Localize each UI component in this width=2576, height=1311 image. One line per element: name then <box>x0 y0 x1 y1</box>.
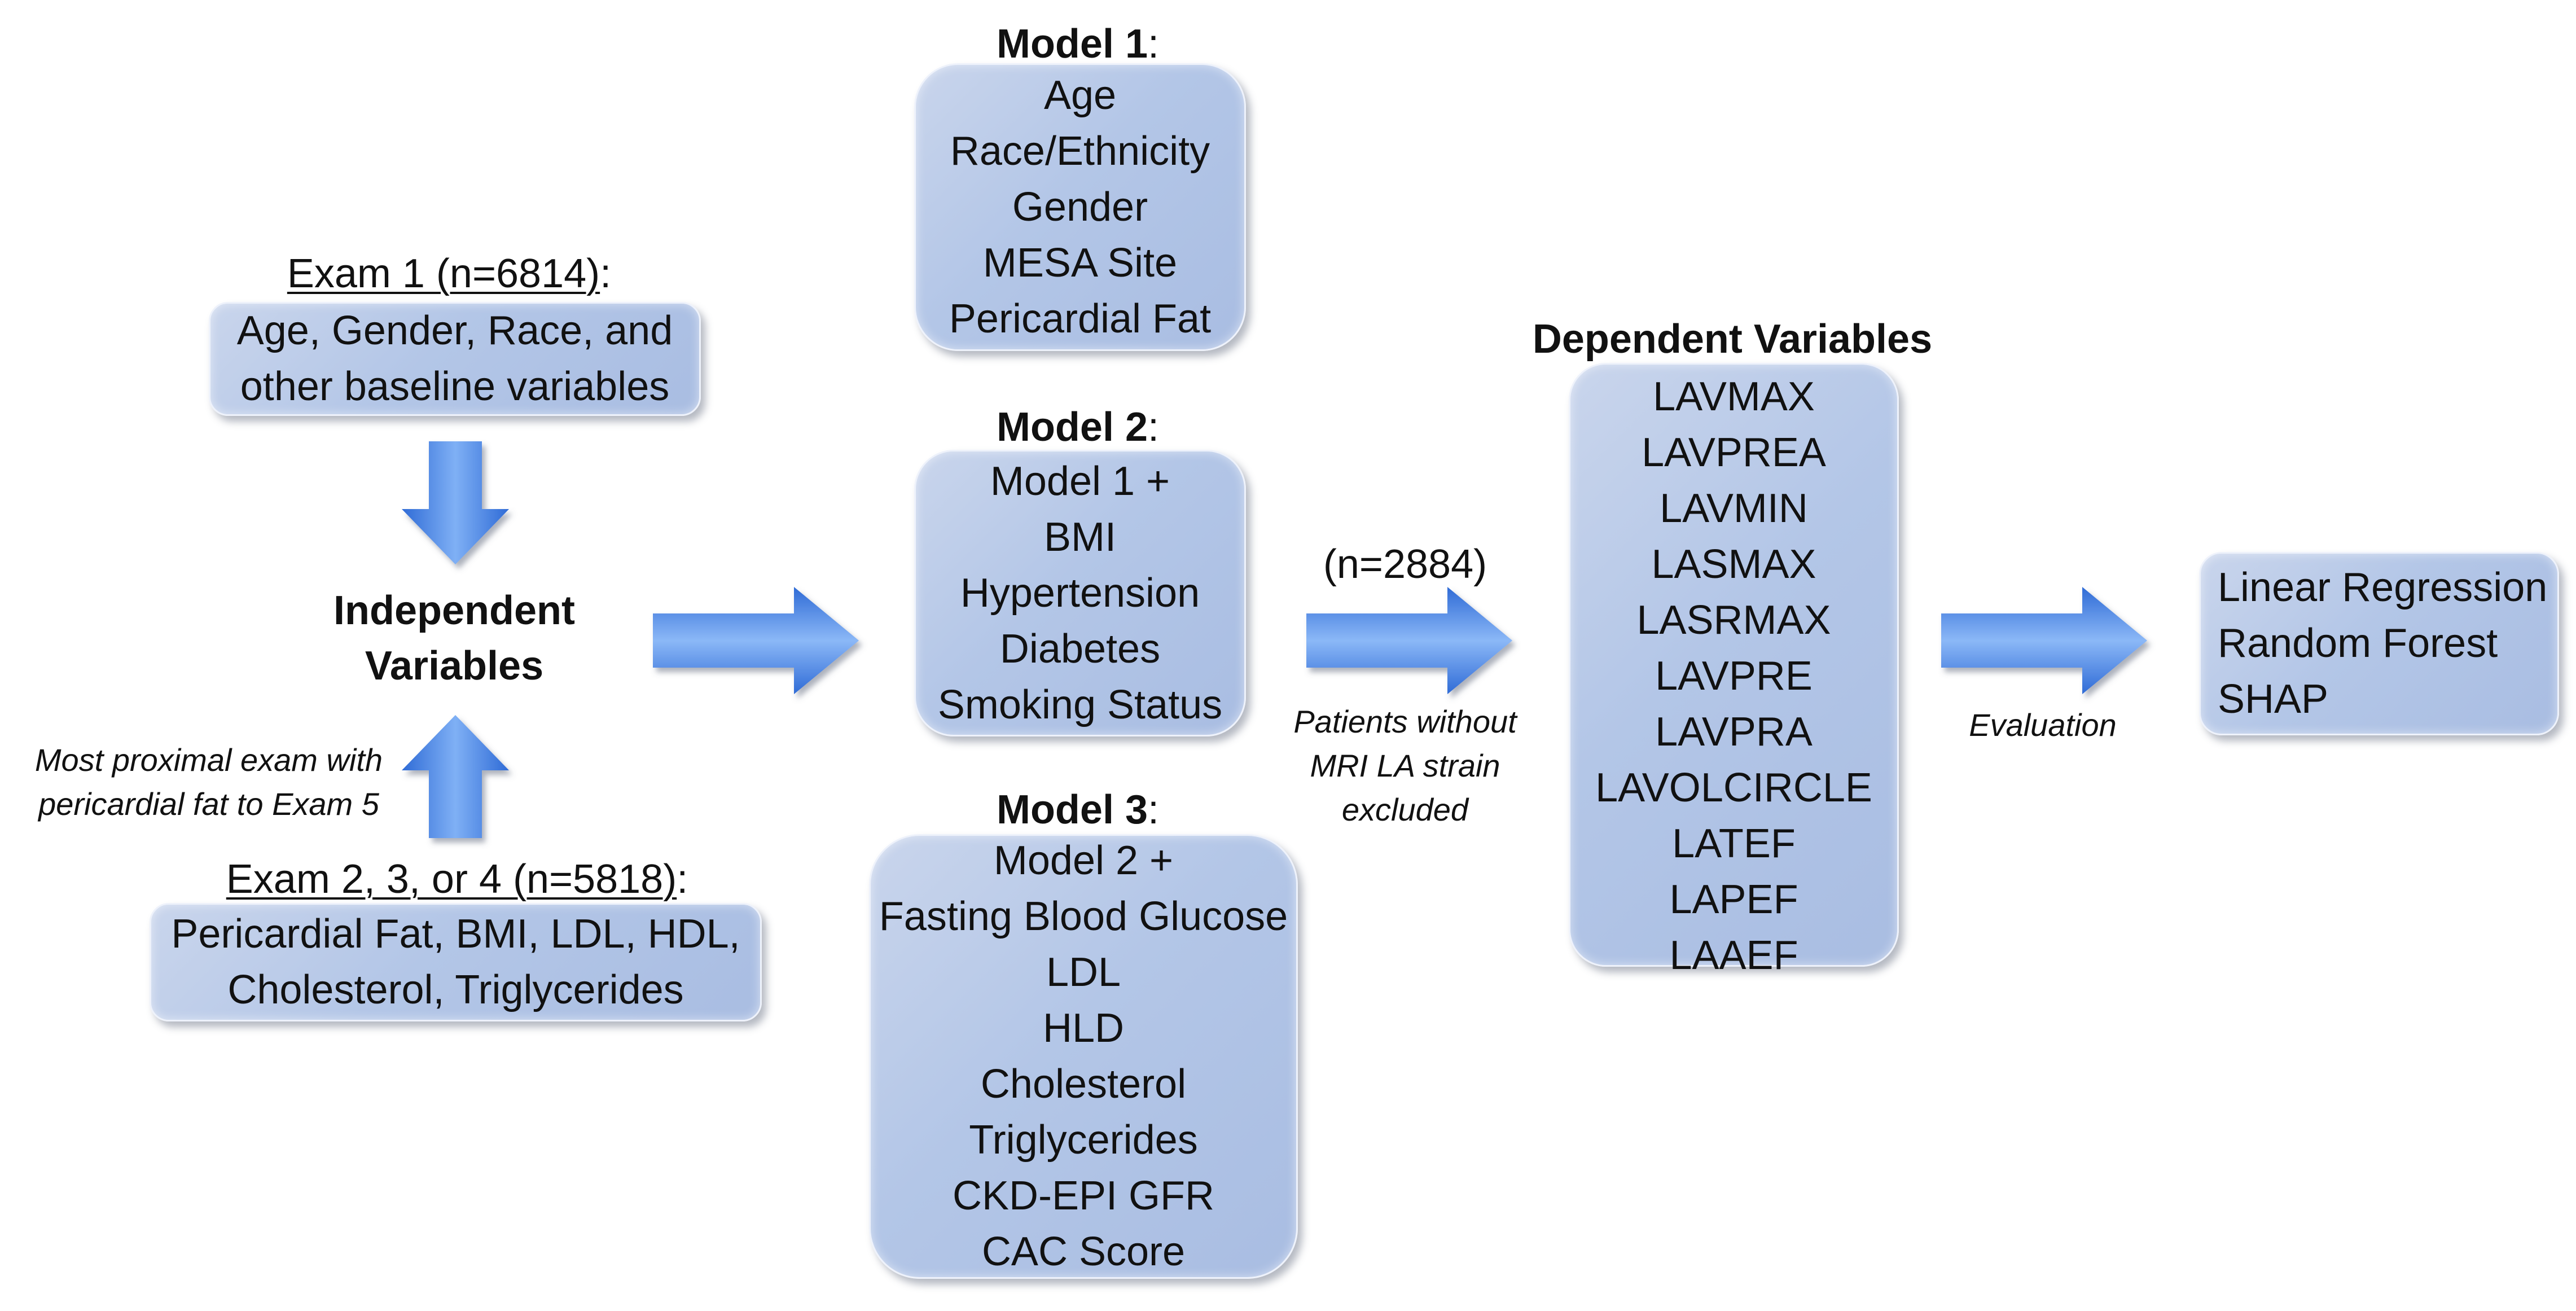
independent-line-1: Independent <box>333 588 575 633</box>
model2-line-3: Hypertension <box>960 570 1200 616</box>
exam1-line-1: Age, Gender, Race, and <box>236 308 673 353</box>
model3-line-3: LDL <box>1046 950 1121 995</box>
dependent-line-9: LATEF <box>1672 821 1796 866</box>
model2-line-4: Diabetes <box>999 626 1161 672</box>
exclusion-note: Patients without MRI LA strain excluded <box>1258 700 1552 832</box>
independent-line-2: Variables <box>365 643 544 689</box>
model1-line-5: Pericardial Fat <box>949 296 1212 341</box>
dependent-line-8: LAVOLCIRCLE <box>1595 765 1872 810</box>
exclusion-count: (n=2884) <box>1323 542 1487 587</box>
dependent-line-6: LAVPRE <box>1655 654 1813 699</box>
block-arrow-right-icon <box>653 587 859 694</box>
model1-title-text: Model 1 <box>996 21 1148 67</box>
methods-line-1: Linear Regression <box>2218 565 2548 610</box>
exam1-box: Age, Gender, Race, and other baseline va… <box>209 302 701 416</box>
methods-line-2: Random Forest <box>2218 621 2498 666</box>
model3-line-6: Triglycerides <box>969 1117 1198 1163</box>
exam1-title-colon: : <box>600 251 612 296</box>
dependent-line-2: LAVPREA <box>1642 430 1826 475</box>
model3-line-5: Cholesterol <box>980 1062 1187 1107</box>
proximal-note-line-1: Most proximal exam with <box>34 742 383 778</box>
block-arrow-down-icon <box>402 441 509 564</box>
dependent-line-10: LAPEF <box>1669 877 1798 922</box>
exam234-line-2: Cholesterol, Triglycerides <box>227 967 684 1012</box>
model1-box: Age Race/Ethnicity Gender MESA Site Peri… <box>914 63 1246 351</box>
block-arrow-up-icon <box>402 715 509 838</box>
model3-line-8: CAC Score <box>981 1229 1186 1274</box>
model1-line-4: MESA Site <box>982 240 1178 286</box>
block-arrow-right-icon <box>1306 587 1512 694</box>
proximal-note-line-2: pericardial fat to Exam 5 <box>38 786 379 822</box>
model1-line-3: Gender <box>1012 184 1148 230</box>
exam234-title-text: Exam 2, 3, or 4 (n=5818) <box>226 857 677 902</box>
dependent-line-5: LASRMAX <box>1636 598 1831 643</box>
model2-line-1: Model 1 + <box>990 458 1170 504</box>
model1-line-1: Age <box>1043 72 1117 118</box>
dependent-line-4: LASMAX <box>1651 542 1816 587</box>
dependent-variables-title: Dependent Variables <box>1532 317 1933 362</box>
model3-title: Model 3: <box>914 784 1241 835</box>
model2-title: Model 2: <box>914 402 1241 453</box>
methods-line-3: SHAP <box>2218 677 2329 722</box>
exam234-title-colon: : <box>677 857 688 902</box>
exam234-box: Pericardial Fat, BMI, LDL, HDL, Choleste… <box>150 903 762 1021</box>
model3-title-colon: : <box>1148 787 1160 832</box>
exam234-line-1: Pericardial Fat, BMI, LDL, HDL, <box>171 911 740 957</box>
evaluation-label: Evaluation <box>1969 707 2117 743</box>
model1-title: Model 1: <box>914 19 1241 69</box>
model2-line-5: Smoking Status <box>937 682 1223 727</box>
model2-box: Model 1 + BMI Hypertension Diabetes Smok… <box>914 450 1246 736</box>
model3-title-text: Model 3 <box>996 787 1148 832</box>
methods-box: Linear Regression Random Forest SHAP <box>2199 552 2559 735</box>
dependent-line-3: LAVMIN <box>1660 486 1808 531</box>
model3-line-1: Model 2 + <box>993 838 1174 883</box>
model1-line-2: Race/Ethnicity <box>950 128 1210 174</box>
model3-line-7: CKD-EPI GFR <box>952 1173 1215 1218</box>
exam1-title-text: Exam 1 (n=6814) <box>287 251 600 296</box>
dependent-variables-box: LAVMAX LAVPREA LAVMIN LASMAX LASRMAX LAV… <box>1569 363 1899 978</box>
exclusion-line-1: Patients without <box>1293 704 1517 739</box>
dependent-line-1: LAVMAX <box>1653 374 1815 419</box>
exam234-title: Exam 2, 3, or 4 (n=5818): <box>181 854 734 905</box>
model1-title-colon: : <box>1148 21 1160 67</box>
dependent-line-7: LAVPRA <box>1655 709 1813 755</box>
model2-title-text: Model 2 <box>996 405 1148 450</box>
model2-title-colon: : <box>1148 405 1160 450</box>
independent-variables-label: Independent Variables <box>316 583 593 694</box>
dependent-line-11: LAAEF <box>1669 933 1798 978</box>
proximal-exam-note: Most proximal exam with pericardial fat … <box>11 738 406 826</box>
model3-line-4: HLD <box>1042 1006 1125 1051</box>
exclusion-line-2: MRI LA strain <box>1310 748 1500 783</box>
exam1-title: Exam 1 (n=6814): <box>212 248 686 299</box>
exclusion-line-3: excluded <box>1341 792 1469 827</box>
exam1-line-2: other baseline variables <box>240 364 670 409</box>
model3-box: Model 2 + Fasting Blood Glucose LDL HLD … <box>869 834 1298 1279</box>
model3-line-2: Fasting Blood Glucose <box>879 894 1288 939</box>
block-arrow-right-icon <box>1941 587 2147 694</box>
model2-line-2: BMI <box>1043 514 1116 560</box>
